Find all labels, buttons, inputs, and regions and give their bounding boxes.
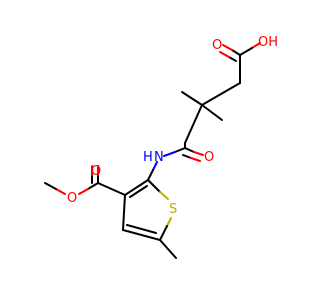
atom-label-thiophene-s: S <box>169 202 177 217</box>
atom-label-ester-ether-o: O <box>67 191 77 206</box>
bond-c5-o-double-b-o <box>190 157 201 162</box>
atom-label-acid-carbonyl-o: O <box>212 38 222 53</box>
bond-c3-methyl-a <box>181 91 203 106</box>
atom-label-amide-h: H <box>143 150 153 165</box>
bond-c5-n-nitrogen-half <box>163 151 176 157</box>
bond-c3-methyl-b <box>201 104 223 121</box>
bond-ester-c-o-carbon-half <box>87 182 99 190</box>
bond-c3-c4 <box>184 104 203 144</box>
bond-ester-o-methyl-carbon-half <box>44 182 57 190</box>
bond-c2-c3 <box>201 82 241 106</box>
bond-ring-c2-s-carbon-half <box>147 179 161 193</box>
bond-ring-c5-c4-inner <box>126 224 157 234</box>
bond-n-c2ring-carbon-half <box>147 169 154 181</box>
atom-label-ester-carbonyl-o: O <box>91 164 101 179</box>
bond-ring-s-c5-sulfur-half <box>166 217 172 227</box>
structure-canvas: OH O O N H S O O <box>44 35 278 259</box>
bond-c5-o-double-a-c <box>184 147 195 153</box>
bond-c5-o-double-a-o <box>193 151 204 156</box>
bond-ester-c-o-oxygen-half <box>78 188 89 195</box>
bond-c5-n-carbon-half <box>174 147 186 153</box>
bond-c1-o-double-b-o <box>219 51 230 58</box>
bond-c1-o-double-b-c <box>228 56 237 62</box>
bond-n-c2ring-nitrogen-half <box>152 161 158 171</box>
atom-label-amide-o: O <box>204 150 214 165</box>
bond-c5-o-double-b-c <box>182 154 192 159</box>
atom-label-amide-n: N <box>154 150 164 165</box>
bond-ring-c5-c4 <box>122 229 161 241</box>
bond-ring-s-c5-carbon-half <box>159 225 168 241</box>
bond-ring-c3-ester-c <box>97 182 126 196</box>
molecule-structure: OH O O N H S O O <box>44 35 278 259</box>
bond-c1-oh-carbon-half <box>239 47 253 56</box>
bond-ring-c5-methyl <box>159 239 177 259</box>
bond-ring-c3-c2 <box>124 179 149 196</box>
atom-label-oh: OH <box>258 35 278 50</box>
bond-ring-c2-s-sulfur-half <box>159 191 169 200</box>
bond-c1-oh <box>251 42 261 49</box>
bond-ring-c3-c2-inner <box>129 185 148 198</box>
bond-c1-o-double-a-c <box>231 49 241 56</box>
bond-c1-o-double-a-o <box>222 44 233 51</box>
bond-ester-o-methyl-oxygen-half <box>55 188 66 195</box>
bond-ring-c4-c3 <box>122 194 126 231</box>
